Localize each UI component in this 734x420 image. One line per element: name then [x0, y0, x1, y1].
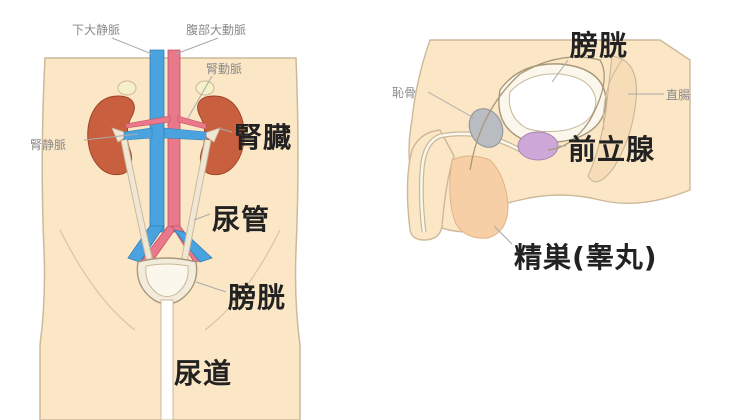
rectum-wall — [602, 59, 623, 131]
label-urethra: 尿道 — [174, 357, 233, 390]
label-bladder-left: 膀胱 — [228, 281, 287, 314]
leader-ureter — [193, 213, 211, 221]
hip-line-left — [59, 229, 136, 331]
rectum — [587, 55, 638, 183]
leader-kidney — [217, 127, 233, 133]
renal-artery-right — [177, 115, 207, 130]
prostate — [517, 131, 559, 161]
bladder-left-inner — [145, 263, 189, 297]
renal-artery-left — [125, 115, 171, 129]
label-bladder-right: 膀胱 — [570, 29, 629, 62]
label-ureter: 尿管 — [212, 203, 271, 236]
renal-pelvis-right — [201, 127, 221, 143]
label-inferior-vena-cava: 下大静脈 — [72, 23, 121, 37]
testis — [449, 155, 509, 239]
label-renal-vein: 腎静脈 — [30, 138, 67, 152]
hip-line-right — [204, 229, 281, 331]
iliac-vein-right — [172, 229, 213, 263]
left-figure — [39, 37, 301, 420]
inferior-vena-cava — [149, 49, 165, 233]
leader-bladder-right — [551, 59, 569, 83]
label-prostate: 前立腺 — [568, 133, 656, 166]
urethra-tube — [160, 299, 174, 420]
adrenal-gland-left — [117, 80, 137, 96]
ureter-right-inner — [181, 139, 211, 263]
penis-outline — [406, 129, 455, 241]
vas-deferens — [469, 56, 605, 171]
leader-pubic-bone — [427, 91, 475, 119]
leader-ivc — [111, 37, 153, 55]
leader-renal-vein — [83, 133, 139, 141]
ureter-left-inner — [121, 139, 153, 263]
label-renal-artery: 腎動脈 — [206, 62, 243, 76]
label-abdominal-aorta: 腹部大動脈 — [186, 23, 247, 37]
abdominal-aorta — [167, 49, 181, 233]
leader-bladder — [195, 281, 227, 293]
label-testis: 精巣(睾丸) — [514, 241, 658, 274]
leader-renal-artery — [187, 75, 213, 119]
bladder-right-inner — [508, 73, 597, 133]
label-kidney: 腎臓 — [234, 121, 293, 154]
label-rectum: 直腸 — [666, 88, 691, 102]
right-figure — [406, 39, 691, 245]
leader-aorta — [175, 37, 219, 55]
label-pubic-bone: 恥骨 — [392, 86, 417, 100]
leader-testis — [493, 225, 513, 245]
